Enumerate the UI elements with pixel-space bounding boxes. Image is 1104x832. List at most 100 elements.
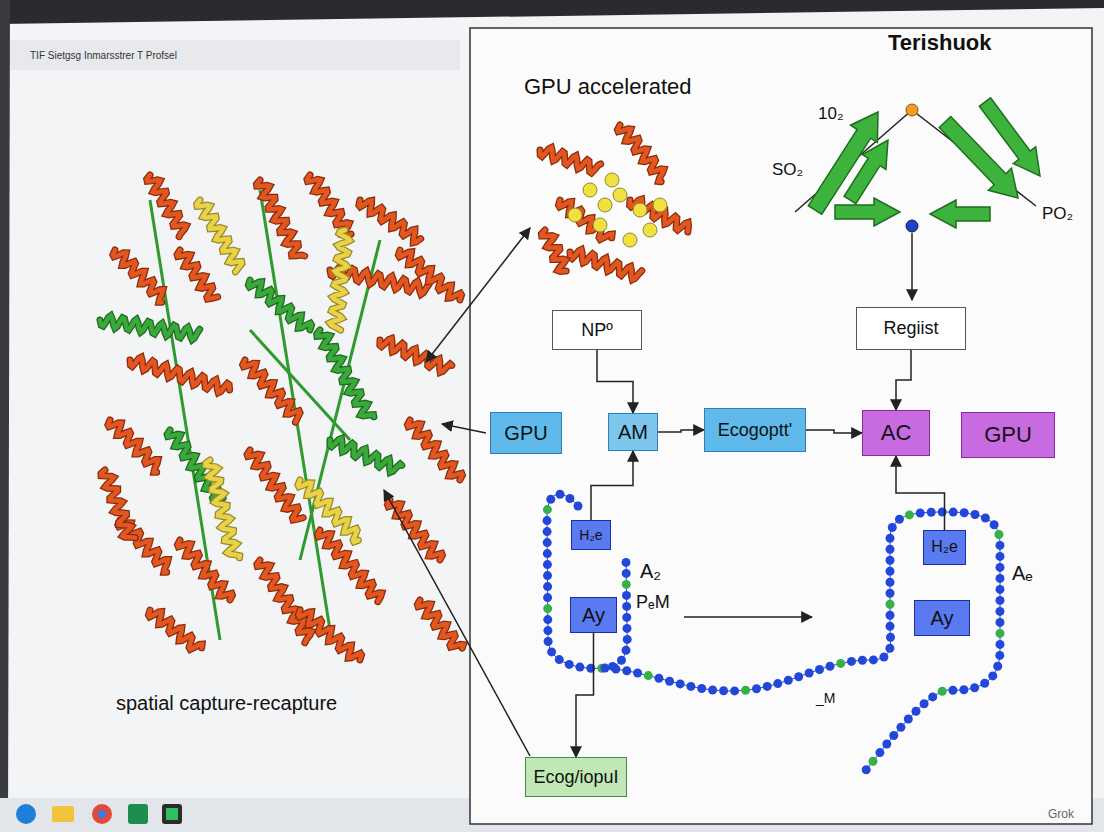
leader-arrow [442, 424, 486, 433]
chain-bead [644, 671, 653, 680]
protein-helix [101, 470, 135, 538]
protein-helix [206, 460, 240, 558]
protein-helix [149, 610, 203, 649]
chain-bead [886, 545, 895, 554]
chain-bead [622, 569, 631, 578]
chain-bead [959, 685, 968, 694]
ligand-ball [643, 223, 657, 237]
chain-backbone [605, 512, 1000, 770]
node-text: Ecogoptt' [718, 420, 793, 441]
chain-bead [547, 647, 556, 656]
chain-bead [836, 659, 845, 668]
chain-bead [920, 699, 929, 708]
protein-helix [570, 250, 642, 280]
chain-bead [990, 520, 999, 529]
beta-sheet-arrow [979, 98, 1040, 176]
chain-bead [543, 505, 552, 514]
chain-bead [862, 765, 871, 774]
app-icon [128, 804, 148, 824]
marker-dot [906, 220, 918, 232]
protein-helix [108, 420, 158, 472]
protein-helix [298, 480, 359, 542]
chain-bead [996, 596, 1005, 605]
chain-bead [543, 516, 552, 525]
panel-frame [470, 28, 1092, 824]
chain-bead [543, 560, 552, 569]
monitor-bezel [0, 0, 1104, 24]
protein-helix [257, 180, 305, 256]
node-text: GPU [984, 422, 1032, 447]
ligand-ball [605, 173, 619, 187]
chain-bead [543, 571, 552, 580]
chain-bead [938, 687, 947, 696]
chain-bead [970, 683, 979, 692]
site-label: A₂ [640, 560, 661, 583]
chain-bead [896, 723, 905, 732]
chain-bead [622, 666, 631, 675]
protein-helix [317, 330, 374, 417]
app-icon [162, 804, 182, 824]
ligand-ball [583, 183, 597, 197]
chain-bead [847, 657, 856, 666]
process-box: AC [862, 410, 930, 456]
protein-helix [398, 250, 461, 300]
protein-helix [178, 540, 233, 600]
protein-helix [359, 200, 421, 243]
chain-bead [623, 635, 632, 644]
protein-helix [317, 330, 374, 417]
node-text: Regiist [883, 318, 938, 339]
node-text: AC [881, 420, 912, 445]
chain-bead [886, 589, 895, 598]
chain-bead [763, 682, 772, 691]
protein-helix [330, 230, 350, 330]
chain-bead [611, 665, 620, 674]
protein-helix [130, 357, 230, 393]
protein-helix [197, 200, 242, 272]
process-box: Ecog/iopuI [525, 757, 627, 797]
ligand-ball [633, 203, 647, 217]
beta-sheet-arrow [930, 200, 990, 228]
beta-sheet-arrow [835, 198, 900, 226]
leader-arrow [684, 616, 812, 618]
process-box: Regiist [856, 307, 966, 350]
protein-helix [108, 420, 158, 472]
chain-bead [697, 684, 706, 693]
chain-bead [794, 672, 803, 681]
chain-bead [912, 707, 921, 716]
chain-bead [565, 660, 574, 669]
site-label: PₑM [636, 592, 670, 613]
leader-arrow [911, 233, 913, 300]
domain-box: H₂e [571, 520, 611, 550]
protein-helix [408, 420, 463, 480]
app-icon [166, 808, 178, 820]
chain-bead [623, 624, 632, 633]
chain-bead [928, 692, 937, 701]
chain-bead [996, 585, 1005, 594]
chain-bead [886, 611, 895, 620]
chain-bead [543, 626, 552, 635]
flow-arrow [591, 451, 633, 520]
chain-bead [996, 552, 1005, 561]
leader-arrow [426, 228, 530, 362]
chain-bead [995, 651, 1004, 660]
chain-bead [686, 682, 695, 691]
site-label: _M [816, 690, 835, 706]
protein-helix [541, 230, 566, 271]
chain-bead [996, 563, 1005, 572]
chain-bead [622, 646, 631, 655]
flow-arrow [576, 633, 594, 757]
chain-bead [904, 715, 913, 724]
chain-bead [993, 662, 1002, 671]
protein-helix [570, 250, 642, 280]
chain-bead [948, 686, 957, 695]
chain-bead [543, 549, 552, 558]
edge-icon [16, 804, 36, 824]
protein-helix [257, 180, 305, 256]
chain-bead [622, 558, 631, 567]
chain-bead [622, 602, 631, 611]
protein-helix [100, 316, 200, 340]
node-text: Ecog/iopuI [533, 767, 618, 788]
protein-helix [149, 610, 203, 649]
chain-bead [858, 656, 867, 665]
ligand-ball [568, 208, 582, 222]
